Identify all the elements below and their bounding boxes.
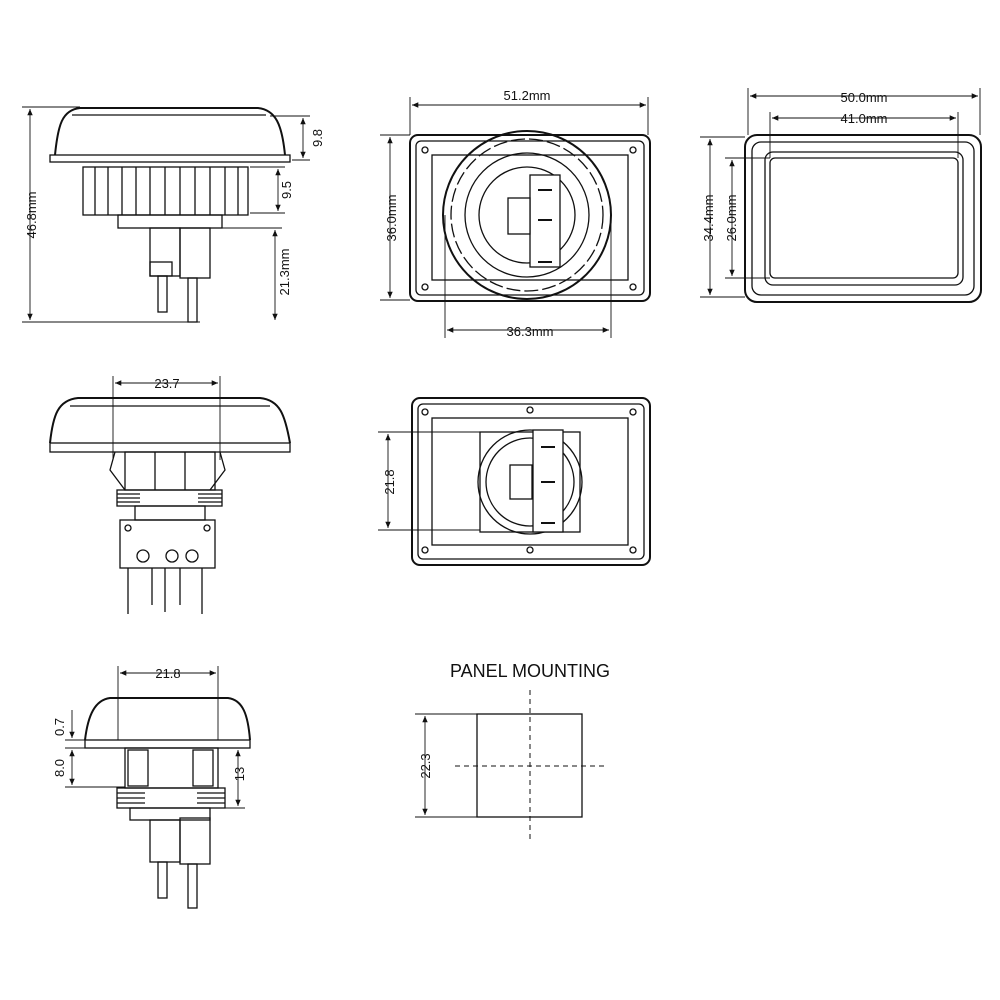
dim-overall-height: 46.8mm [24, 192, 39, 239]
dim-cap-height: 9.8 [310, 129, 325, 147]
panel-mounting-title: PANEL MOUNTING [450, 661, 610, 681]
dim-bezel-diameter: 36.3mm [507, 324, 554, 339]
rear-view: 21.8 [378, 397, 651, 566]
side-view-short: 21.8 0.7 8.0 13 [52, 666, 251, 909]
dim-cap-inner-width: 41.0mm [841, 111, 888, 126]
terminal [157, 275, 168, 313]
dim-bezel-thickness: 0.7 [52, 718, 67, 736]
dim-front-height: 36.0mm [384, 195, 399, 242]
cap-outline [54, 107, 286, 156]
dim-body-height: 9.5 [279, 181, 294, 199]
front-view: 51.2mm 36.0mm 36.3mm [380, 88, 651, 339]
dim-short-body-width: 21.8 [155, 666, 180, 681]
dim-cap-outer-width: 50.0mm [841, 90, 888, 105]
dim-ring-height: 8.0 [52, 759, 67, 777]
dim-cap-inner-height: 26.0mm [724, 195, 739, 242]
microswitch [119, 519, 216, 569]
terminal [187, 277, 198, 323]
dim-connector-height: 21.3mm [277, 249, 292, 296]
panel-mounting: PANEL MOUNTING 22.3 [415, 661, 610, 840]
dim-short-body-height: 13 [232, 767, 247, 781]
dim-cap-outer-height: 34.4mm [701, 195, 716, 242]
dim-microswitch-body-width: 23.7 [154, 376, 179, 391]
dim-cutout-size: 22.3 [418, 753, 433, 778]
side-view: 46.8mm 9.8 9.5 21.3mm [22, 106, 325, 323]
cap-view: 50.0mm 41.0mm 34.4mm 26.0mm [700, 88, 982, 303]
side-view-microswitch: 23.7 [49, 376, 291, 614]
dim-rear-body-height: 21.8 [382, 469, 397, 494]
dim-front-width: 51.2mm [504, 88, 551, 103]
